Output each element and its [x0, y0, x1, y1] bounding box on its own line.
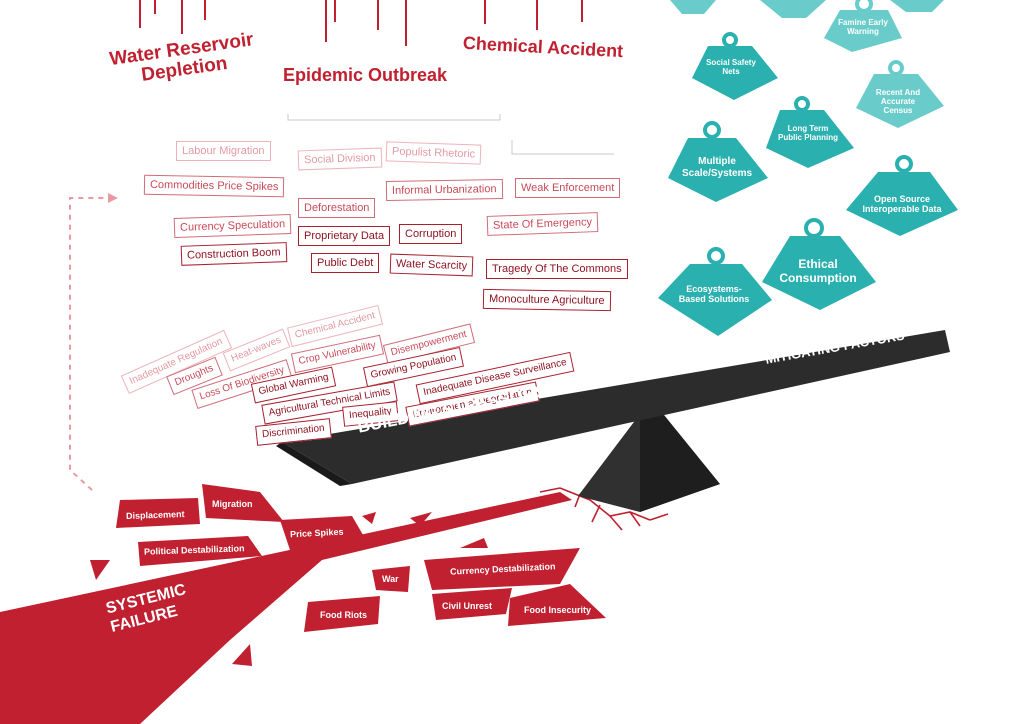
stressor-tag: Populist Rhetoric	[385, 141, 482, 165]
outcome-label: War	[382, 574, 399, 584]
weight-ecosystems	[658, 247, 772, 336]
stressor-tag: Water Scarcity	[389, 253, 474, 277]
weight-census	[856, 60, 944, 128]
weight-label-planning: Long Term Public Planning	[777, 124, 838, 143]
stressor-tag: Deforestation	[298, 198, 376, 218]
outcome-shards	[90, 484, 606, 666]
stressor-tag: Tragedy Of The Commons	[486, 259, 628, 279]
weight-planning	[766, 96, 854, 168]
weight-label-open-source: Open Source Interoperable Data	[862, 194, 942, 215]
outcome-label: Food Insecurity	[524, 605, 592, 615]
fulcrum	[578, 410, 720, 512]
weight-label-ecosystems: Ecosystems-Based Solutions	[678, 284, 750, 305]
weight-social-safety-nets	[692, 32, 778, 100]
stressor-tag: State Of Emergency	[486, 212, 599, 236]
feedback-arrow	[69, 193, 118, 491]
weight-ethical-consumption	[762, 218, 876, 310]
weight-label-social-safety-nets: Social Safety Nets	[706, 58, 756, 77]
stressor-tag: Proprietary Data	[298, 226, 391, 246]
stressor-tag: Corruption	[399, 224, 463, 244]
weight-label-ethical-consumption: Ethical Consumption	[779, 257, 857, 285]
weight-partial-top-left	[670, 0, 716, 14]
weight-label-census: Recent And Accurate Census	[875, 88, 921, 116]
stressor-tag: Monoculture Agriculture	[482, 288, 611, 312]
stressor-tag: Construction Boom	[180, 242, 287, 266]
weight-famine-early-warning	[824, 0, 902, 52]
stressor-tag: Informal Urbanization	[385, 178, 503, 202]
outcome-label: Migration	[212, 499, 253, 509]
outcome-label: Civil Unrest	[442, 601, 493, 611]
outcome-label: Displacement	[125, 508, 185, 522]
weight-open-source	[846, 155, 958, 236]
weight-partial-top-mid	[760, 0, 826, 18]
stressor-tag: Social Division	[297, 147, 382, 171]
seesaw-beam	[276, 330, 950, 486]
weight-label-multiple-scale: Multiple Scale/Systems	[681, 156, 753, 179]
hazard-tick-lines	[139, 0, 583, 46]
stressor-tag: Weak Enforcement	[515, 178, 621, 198]
stressor-tag: Commodities Price Spikes	[143, 174, 285, 198]
stressor-tag: Public Debt	[311, 253, 380, 273]
outcome-label: Food Riots	[320, 610, 367, 620]
stressor-tag: Labour Migration	[176, 141, 271, 161]
mitigation-weights	[658, 0, 958, 336]
systemic-failure-wedge	[0, 492, 572, 724]
weight-partial-top-right	[890, 0, 944, 12]
stressor-tag: Currency Speculation	[173, 213, 292, 239]
weight-multiple-scale	[668, 121, 768, 202]
weight-label-famine-early-warning: Famine Early Warning	[838, 18, 888, 37]
hazard-epidemic: Epidemic Outbreak	[282, 65, 448, 85]
bracket-lines	[287, 114, 614, 155]
